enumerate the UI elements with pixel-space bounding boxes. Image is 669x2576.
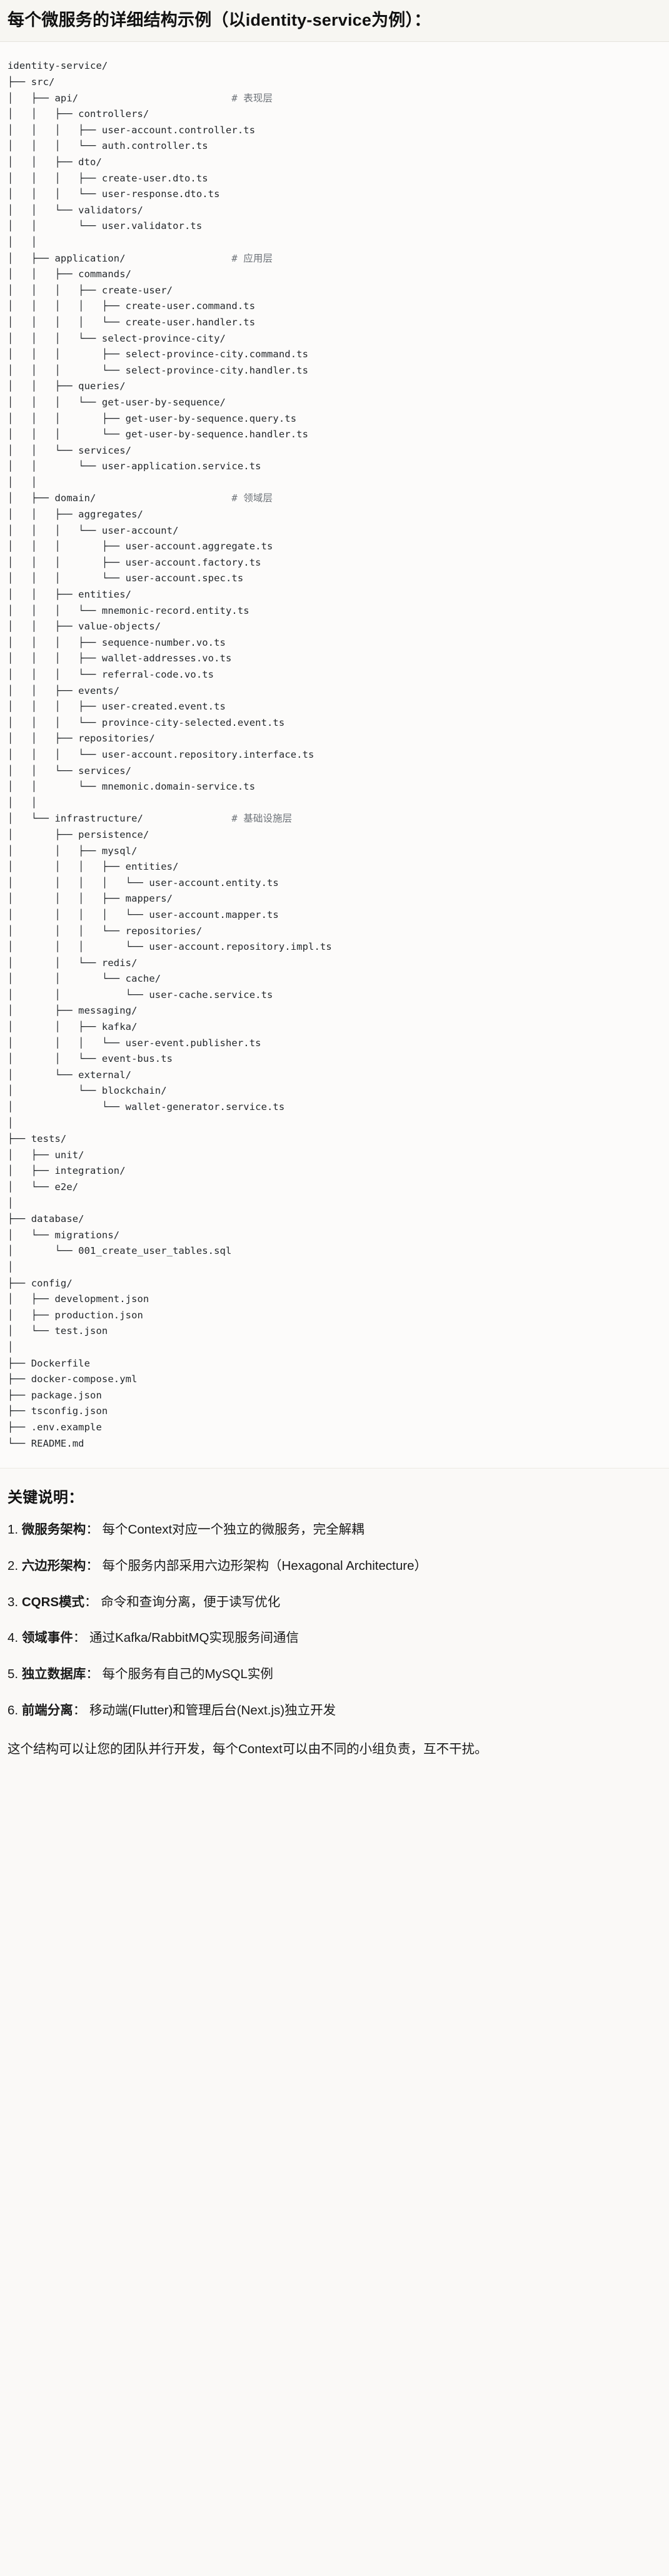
list-item-term: 微服务架构	[21, 1522, 86, 1537]
list-item-description: 命令和查询分离，便于读写优化	[101, 1594, 281, 1609]
list-item-number: 5.	[8, 1667, 19, 1682]
key-points-heading: 关键说明：	[8, 1489, 84, 1507]
key-points-section: 关键说明： 1. 微服务架构： 每个Context对应一个独立的微服务，完全解耦…	[0, 1469, 669, 1776]
list-item-term: CQRS模式	[21, 1594, 85, 1609]
list-item-separator: ：	[84, 1594, 98, 1609]
list-item-separator: ：	[86, 1522, 99, 1537]
list-item: 3. CQRS模式： 命令和查询分离，便于读写优化	[8, 1593, 661, 1612]
list-item-term: 前端分离	[21, 1703, 73, 1718]
list-item-description: 移动端(Flutter)和管理后台(Next.js)独立开发	[89, 1703, 336, 1718]
list-item-separator: ：	[86, 1667, 99, 1682]
tree-layer-comment: # 表现层	[231, 92, 273, 104]
closing-paragraph: 这个结构可以让您的团队并行开发，每个Context可以由不同的小组负责，互不干扰…	[8, 1741, 488, 1756]
list-item: 5. 独立数据库： 每个服务有自己的MySQL实例	[8, 1665, 661, 1684]
list-item-separator: ：	[86, 1558, 99, 1573]
list-item-separator: ：	[73, 1631, 86, 1646]
tree-layer-comment: # 应用层	[231, 252, 273, 264]
directory-tree-block: identity-service/ ├── src/ │ ├── api/ # …	[0, 42, 669, 1469]
list-item: 6. 前端分离： 移动端(Flutter)和管理后台(Next.js)独立开发	[8, 1701, 661, 1721]
list-item: 1. 微服务架构： 每个Context对应一个独立的微服务，完全解耦	[8, 1520, 661, 1540]
list-item-separator: ：	[73, 1703, 86, 1718]
list-item-description: 每个服务内部采用六边形架构（Hexagonal Architecture）	[102, 1558, 427, 1573]
list-item-number: 1.	[8, 1522, 19, 1537]
list-item-number: 6.	[8, 1703, 19, 1718]
page-title: 每个微服务的详细结构示例（以identity-service为例）：	[0, 0, 669, 43]
list-item-term: 独立数据库	[21, 1667, 86, 1682]
document-page: 每个微服务的详细结构示例（以identity-service为例）： ident…	[0, 0, 669, 1776]
list-item-number: 2.	[8, 1558, 19, 1573]
list-item-number: 4.	[8, 1631, 19, 1646]
list-item-description: 每个服务有自己的MySQL实例	[102, 1667, 273, 1682]
directory-tree: identity-service/ ├── src/ │ ├── api/ # …	[8, 60, 332, 1449]
list-item-description: 每个Context对应一个独立的微服务，完全解耦	[102, 1522, 365, 1537]
list-item-number: 3.	[8, 1594, 19, 1609]
list-item-term: 六边形架构	[21, 1558, 86, 1573]
list-item: 2. 六边形架构： 每个服务内部采用六边形架构（Hexagonal Archit…	[8, 1557, 661, 1576]
list-item-term: 领域事件	[21, 1631, 73, 1646]
list-item: 4. 领域事件： 通过Kafka/RabbitMQ实现服务间通信	[8, 1629, 661, 1648]
tree-layer-comment: # 基础设施层	[231, 813, 293, 825]
key-points-list: 1. 微服务架构： 每个Context对应一个独立的微服务，完全解耦 2. 六边…	[8, 1520, 661, 1721]
tree-layer-comment: # 领域层	[231, 492, 273, 504]
list-item-description: 通过Kafka/RabbitMQ实现服务间通信	[89, 1631, 299, 1646]
